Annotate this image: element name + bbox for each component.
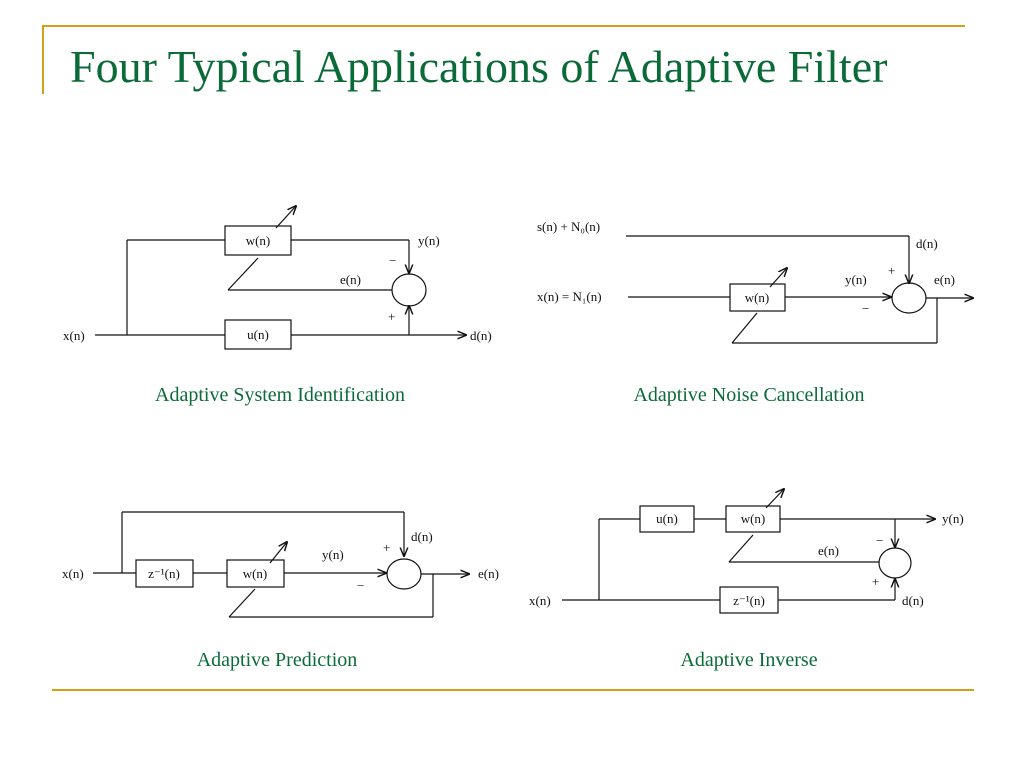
filter-w-label: w(n)	[243, 566, 268, 581]
caption-prediction: Adaptive Prediction	[196, 649, 358, 671]
plant-u-label: u(n)	[656, 511, 678, 526]
summing-junction	[891, 282, 927, 314]
filter-w-label: w(n)	[741, 511, 766, 526]
desired-label: d(n)	[916, 236, 938, 251]
diagram-noise-cancellation: s(n) + N₀(n) d(n) + x(n) = N₁(n) w(n) y(…	[537, 219, 973, 344]
filter-w-label: w(n)	[745, 290, 770, 305]
output-label: y(n)	[322, 547, 344, 562]
caption-noise-cancellation: Adaptive Noise Cancellation	[633, 384, 865, 406]
adapt-arrow	[269, 542, 287, 564]
input-label: x(n)	[62, 566, 84, 581]
minus-sign: −	[876, 533, 883, 548]
plus-sign: +	[383, 540, 390, 555]
reference-input-label: x(n) = N₁(n)	[537, 289, 602, 304]
caption-system-identification: Adaptive System Identification	[155, 384, 405, 406]
delay-label: z⁻¹(n)	[733, 593, 765, 608]
summing-junction	[386, 558, 422, 590]
delay-box	[135, 559, 194, 588]
desired-label: d(n)	[470, 328, 492, 343]
title-top-rule	[42, 25, 965, 27]
summing-junction	[391, 273, 427, 307]
primary-input-label: s(n) + N₀(n)	[537, 219, 600, 234]
adapt-arrow	[275, 206, 296, 229]
output-label: y(n)	[942, 511, 964, 526]
minus-sign: −	[389, 253, 396, 268]
delay-label: z⁻¹(n)	[148, 566, 180, 581]
adapt-arrow	[765, 489, 784, 509]
summing-junction	[878, 547, 912, 579]
error-label: e(n)	[478, 566, 499, 581]
input-label: x(n)	[63, 328, 85, 343]
plant-u-box	[224, 319, 292, 350]
slide-title: Four Typical Applications of Adaptive Fi…	[70, 41, 888, 92]
delay-box	[719, 586, 779, 614]
output-label: y(n)	[845, 272, 867, 287]
error-label: e(n)	[818, 543, 839, 558]
desired-label: d(n)	[902, 593, 924, 608]
title-left-rule	[42, 26, 44, 94]
plant-u-box	[639, 505, 695, 533]
plus-sign: +	[388, 309, 395, 324]
caption-inverse: Adaptive Inverse	[680, 649, 818, 671]
plus-sign: +	[888, 263, 895, 278]
output-label: y(n)	[418, 233, 440, 248]
diagram-system-identification: w(n) y(n) − + e(n) u(n) x(n) d(n)	[63, 206, 492, 350]
plant-u-label: u(n)	[247, 327, 269, 342]
error-label: e(n)	[934, 272, 955, 287]
diagram-inverse: x(n) u(n) w(n) y(n) − e(n) z⁻¹(n) + d(n)	[529, 489, 964, 614]
error-label: e(n)	[340, 272, 361, 287]
filter-w-box	[729, 283, 786, 312]
input-label: x(n)	[529, 593, 551, 608]
minus-sign: −	[862, 301, 869, 316]
filter-w-box	[226, 559, 285, 588]
plus-sign: +	[872, 574, 879, 589]
adapt-arrow	[769, 268, 787, 288]
bottom-rule	[52, 689, 974, 691]
filter-w-label: w(n)	[246, 233, 271, 248]
desired-label: d(n)	[411, 529, 433, 544]
diagram-prediction: x(n) d(n) + z⁻¹(n) w(n) y(n) − e(n)	[62, 511, 499, 618]
minus-sign: −	[357, 578, 364, 593]
